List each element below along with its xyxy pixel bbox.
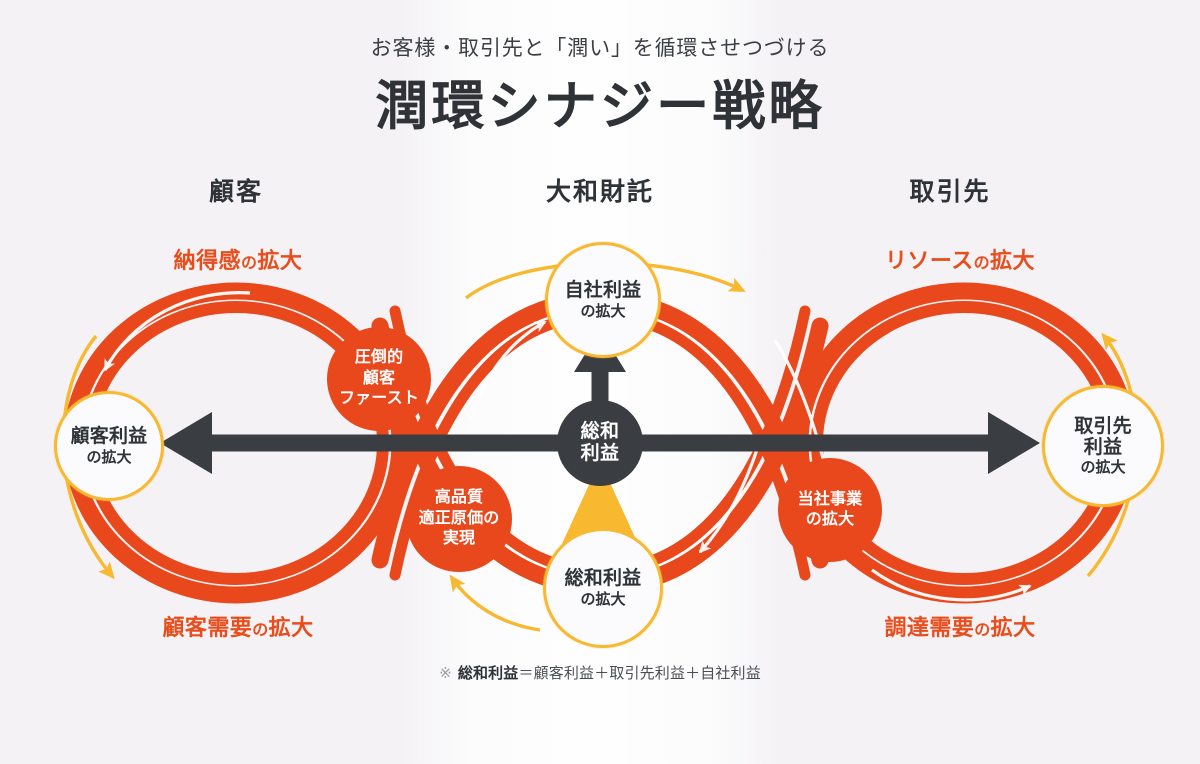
node-customer-first-line3: ファースト (338, 390, 419, 408)
page-header: お客様・取引先と「潤い」を循環させつづける 潤環シナジー戦略 (0, 0, 1200, 138)
label-top-left-main: 納得感 (173, 248, 241, 273)
node-quality-cost-line1: 高品質 (434, 489, 484, 507)
label-bottom-left-main: 顧客需要 (162, 615, 253, 640)
footnote-bold-term: 総和利益 (457, 665, 519, 682)
node-total-profit-growth[interactable]: 総和利益 の拡大 (543, 528, 663, 648)
footnote-formula: ＝顧客利益＋取引先利益＋自社利益 (518, 665, 761, 682)
column-heading-company: 大和財託 (545, 178, 654, 206)
label-top-left-suffix: の (240, 255, 258, 272)
label-top-right-suffix: の (973, 255, 991, 272)
node-own-profit[interactable]: 自社利益 の拡大 (545, 242, 661, 358)
arrowhead-right (988, 412, 1040, 474)
node-customer-profit-line1: 顧客利益 (70, 426, 148, 448)
node-total-profit-growth-line2: の拡大 (580, 590, 626, 608)
label-bottom-right: 調達需要の拡大 (800, 610, 1120, 642)
page-title: 潤環シナジー戦略 (375, 77, 825, 137)
node-partner-profit-line2: の拡大 (1080, 459, 1126, 477)
footnote-mark: ※ (439, 665, 452, 682)
label-bottom-right-tail: 拡大 (990, 615, 1036, 640)
node-business-growth-line2: の拡大 (805, 511, 855, 528)
node-own-profit-line1: 自社利益 (564, 280, 642, 302)
center-up-left-arrow (468, 320, 547, 421)
left-loop-direction-arrow (103, 291, 251, 372)
node-customer-first[interactable]: 圧倒的 顧客 ファースト (327, 327, 431, 431)
label-top-right: リソースの拡大 (800, 243, 1120, 275)
label-top-left-tail: 拡大 (257, 248, 303, 273)
node-customer-first-line1: 圧倒的 (354, 349, 404, 367)
node-business-growth-line1: 当社事業 (797, 490, 863, 508)
node-quality-cost-line2: 適正原価の (418, 509, 500, 527)
node-total-profit-core[interactable]: 総和 利益 (557, 400, 643, 486)
node-partner-profit-line1b: 利益 (1083, 436, 1123, 458)
node-quality-cost[interactable]: 高品質 適正原価の 実現 (406, 466, 512, 572)
node-business-growth[interactable]: 当社事業 の拡大 (778, 458, 882, 562)
label-bottom-left-tail: 拡大 (268, 615, 314, 640)
yellow-arc-bottom-center (449, 574, 541, 632)
label-bottom-right-suffix: の (974, 622, 991, 639)
center-down-left-arrow (698, 439, 762, 554)
node-total-profit-core-line1: 総和 (580, 420, 620, 442)
label-bottom-left-suffix: の (252, 622, 269, 639)
node-total-profit-growth-line1: 総和利益 (564, 568, 642, 590)
node-customer-profit[interactable]: 顧客利益 の拡大 (54, 391, 164, 501)
center-down-right-arrow (773, 339, 830, 472)
node-quality-cost-line3: 実現 (442, 530, 476, 548)
node-customer-profit-line2: の拡大 (86, 448, 132, 466)
label-bottom-right-main: 調達需要 (884, 615, 975, 640)
node-total-profit-core-line2: 利益 (580, 443, 620, 464)
page-subtitle: お客様・取引先と「潤い」を循環させつづける (370, 37, 830, 60)
label-top-left: 納得感の拡大 (78, 243, 398, 275)
right-loop-direction-arrow (871, 568, 1032, 602)
arrowhead-left (160, 412, 212, 474)
label-top-right-tail: 拡大 (990, 248, 1035, 273)
node-partner-profit[interactable]: 取引先 利益 の拡大 (1042, 385, 1164, 507)
node-own-profit-line2: の拡大 (580, 302, 626, 320)
node-customer-first-line2: 顧客 (362, 369, 396, 387)
node-partner-profit-line1: 取引先 (1074, 415, 1132, 437)
column-heading-partner: 取引先 (909, 178, 991, 206)
footnote: ※ 総和利益＝顧客利益＋取引先利益＋自社利益 (0, 662, 1200, 683)
column-heading-customer: 顧客 (208, 178, 263, 206)
label-top-right-main: リソース (884, 248, 974, 273)
label-bottom-left: 顧客需要の拡大 (78, 610, 398, 642)
